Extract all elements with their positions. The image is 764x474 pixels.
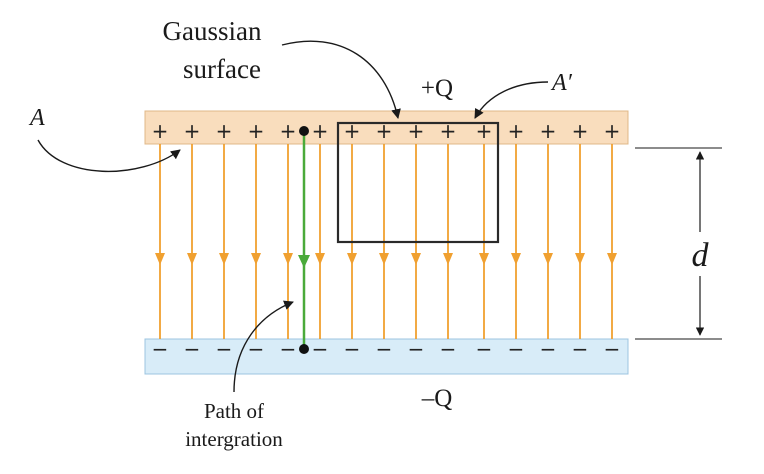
a-pointer	[37, 139, 181, 172]
field-line-arrowhead	[219, 253, 229, 265]
field-line-arrowhead	[479, 253, 489, 265]
integration-path-arrowhead	[298, 255, 310, 268]
minus-sign: −	[508, 337, 525, 361]
bottom-plate	[144, 338, 629, 375]
minus-sign: −	[376, 337, 393, 361]
plus-sign: +	[508, 119, 525, 143]
minus-sign: −	[408, 337, 425, 361]
minus-sign: −	[440, 337, 457, 361]
minus-sign: −	[540, 337, 557, 361]
plus-sign: +	[216, 119, 233, 143]
field-line-arrowhead	[315, 253, 325, 265]
gaussian-pointer	[281, 40, 401, 119]
field-line-arrowhead	[155, 253, 165, 265]
minus-sign: −	[184, 337, 201, 361]
path-end-dot	[299, 344, 309, 354]
plus-sign: +	[572, 119, 589, 143]
plus-signs: + + + + + + + + + + + + + + +	[152, 119, 621, 143]
top-charge-label: +Q	[421, 75, 453, 102]
field-line-arrowhead	[607, 253, 617, 265]
plus-sign: +	[184, 119, 201, 143]
field-line-arrowhead	[379, 253, 389, 265]
field-line-arrowhead	[575, 253, 585, 265]
plus-sign: +	[408, 119, 425, 143]
top-plate	[144, 110, 629, 145]
plate-a-label: A	[28, 105, 45, 131]
plus-sign: +	[476, 119, 493, 143]
field-line-arrowhead	[511, 253, 521, 265]
path-pointer	[233, 300, 294, 393]
path-label-line2: intergration	[185, 427, 283, 451]
minus-sign: −	[572, 337, 589, 361]
plus-sign: +	[344, 119, 361, 143]
field-line-arrowhead	[543, 253, 553, 265]
plus-sign: +	[152, 119, 169, 143]
field-line-arrowhead	[411, 253, 421, 265]
minus-sign: −	[280, 337, 297, 361]
separation-label: d	[692, 237, 710, 274]
gaussian-label-line2: surface	[183, 54, 261, 84]
field-line-arrowhead	[251, 253, 261, 265]
plus-sign: +	[312, 119, 329, 143]
field-line-arrowhead	[187, 253, 197, 265]
a-prime-pointer	[474, 81, 549, 119]
plus-sign: +	[440, 119, 457, 143]
minus-sign: −	[344, 337, 361, 361]
area-a-prime-label: A′	[550, 70, 573, 96]
minus-signs: −−−−−−−−−−−−−−−	[152, 337, 621, 361]
plus-sign: +	[280, 119, 297, 143]
gaussian-surface-box	[336, 121, 500, 244]
path-start-dot	[299, 126, 309, 136]
minus-sign: −	[152, 337, 169, 361]
field-line-arrowhead	[443, 253, 453, 265]
plus-sign: +	[376, 119, 393, 143]
field-line-arrowhead	[283, 253, 293, 265]
minus-sign: −	[476, 337, 493, 361]
field-line-arrowhead	[347, 253, 357, 265]
plus-sign: +	[540, 119, 557, 143]
gaussian-label-line1: Gaussian	[163, 16, 262, 46]
path-label-line1: Path of	[204, 399, 264, 423]
minus-sign: −	[216, 337, 233, 361]
plus-sign: +	[604, 119, 621, 143]
minus-sign: −	[604, 337, 621, 361]
minus-sign: −	[248, 337, 265, 361]
bottom-charge-label: –Q	[421, 385, 453, 412]
minus-sign: −	[312, 337, 329, 361]
plus-sign: +	[248, 119, 265, 143]
